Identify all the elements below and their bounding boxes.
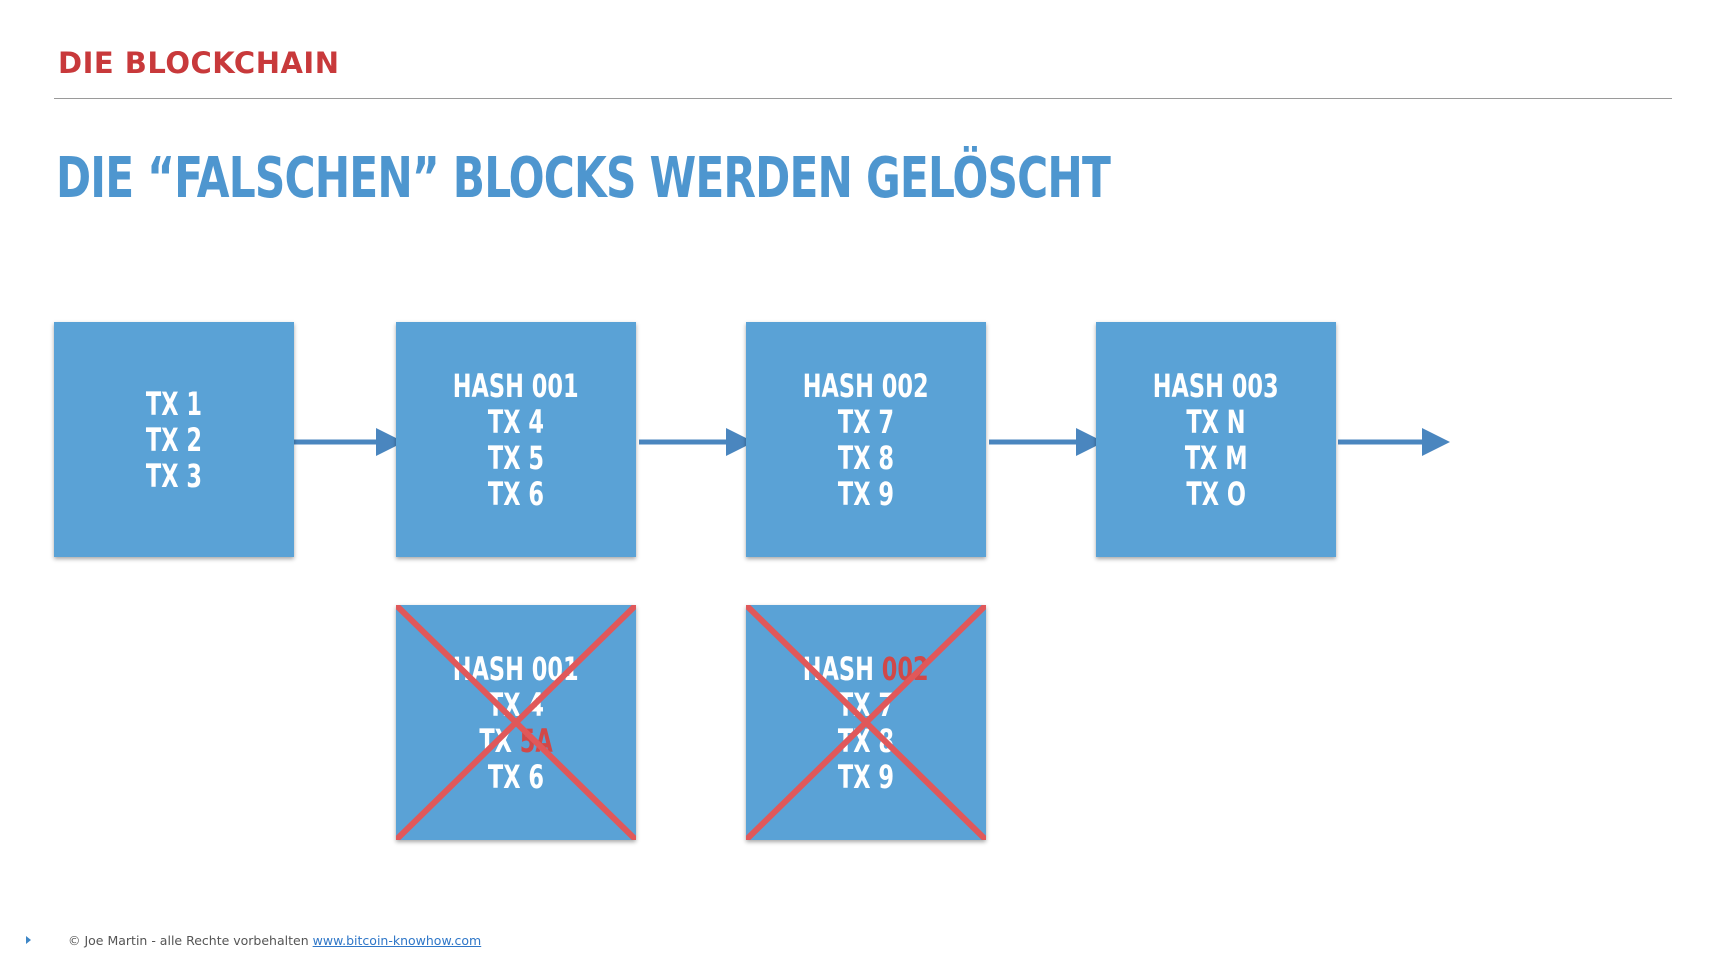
- block-hash-002: HASH 002 TX 7 TX 8 TX 9: [746, 322, 986, 557]
- arrow-4-head: [1422, 428, 1450, 456]
- block-line: TX O: [1186, 474, 1246, 513]
- block-hash: HASH 001: [453, 366, 579, 405]
- slide-title: DIE “FALSCHEN” BLOCKS WERDEN GELÖSCHT: [56, 146, 1111, 211]
- block-line: TX 2: [145, 420, 203, 459]
- fork-block-hash-002: HASH 002 TX 7 TX 8 TX 9: [746, 605, 986, 840]
- section-title: DIE BLOCKCHAIN: [58, 46, 340, 80]
- footer: © Joe Martin - alle Rechte vorbehalten w…: [68, 933, 481, 948]
- block-line: TX 7: [837, 402, 895, 441]
- block-hash: HASH 002: [803, 366, 929, 405]
- block-line: TX N: [1186, 402, 1246, 441]
- arrow-1-head: [376, 428, 404, 456]
- block-hash-003: HASH 003 TX N TX M TX O: [1096, 322, 1336, 557]
- block-line: TX 6: [487, 474, 545, 513]
- block-line: TX 4: [487, 402, 545, 441]
- slide-marker-icon: [26, 936, 31, 944]
- cross-out-icon: [746, 605, 986, 840]
- block-line: TX 9: [837, 757, 895, 796]
- block-hash-001: HASH 001 TX 4 TX 5 TX 6: [396, 322, 636, 557]
- fork-block-hash-001: HASH 001 TX 4 TX 5A TX 6: [396, 605, 636, 840]
- block-line: TX 3: [145, 456, 203, 495]
- cross-out-icon: [396, 605, 636, 840]
- block-line: TX 1: [145, 384, 203, 423]
- block-line: TX 8: [837, 438, 895, 477]
- arrow-3-head: [1076, 428, 1104, 456]
- block-line: TX 9: [837, 474, 895, 513]
- header-divider: [54, 98, 1672, 99]
- block-line: TX 5: [487, 438, 545, 477]
- arrow-2-head: [726, 428, 754, 456]
- block-line: TX M: [1184, 438, 1248, 477]
- footer-copyright: © Joe Martin - alle Rechte vorbehalten: [68, 933, 309, 948]
- block-genesis: TX 1 TX 2 TX 3: [54, 322, 294, 557]
- block-line: TX 6: [487, 757, 545, 796]
- block-hash: HASH 003: [1153, 366, 1279, 405]
- footer-link[interactable]: www.bitcoin-knowhow.com: [312, 933, 482, 948]
